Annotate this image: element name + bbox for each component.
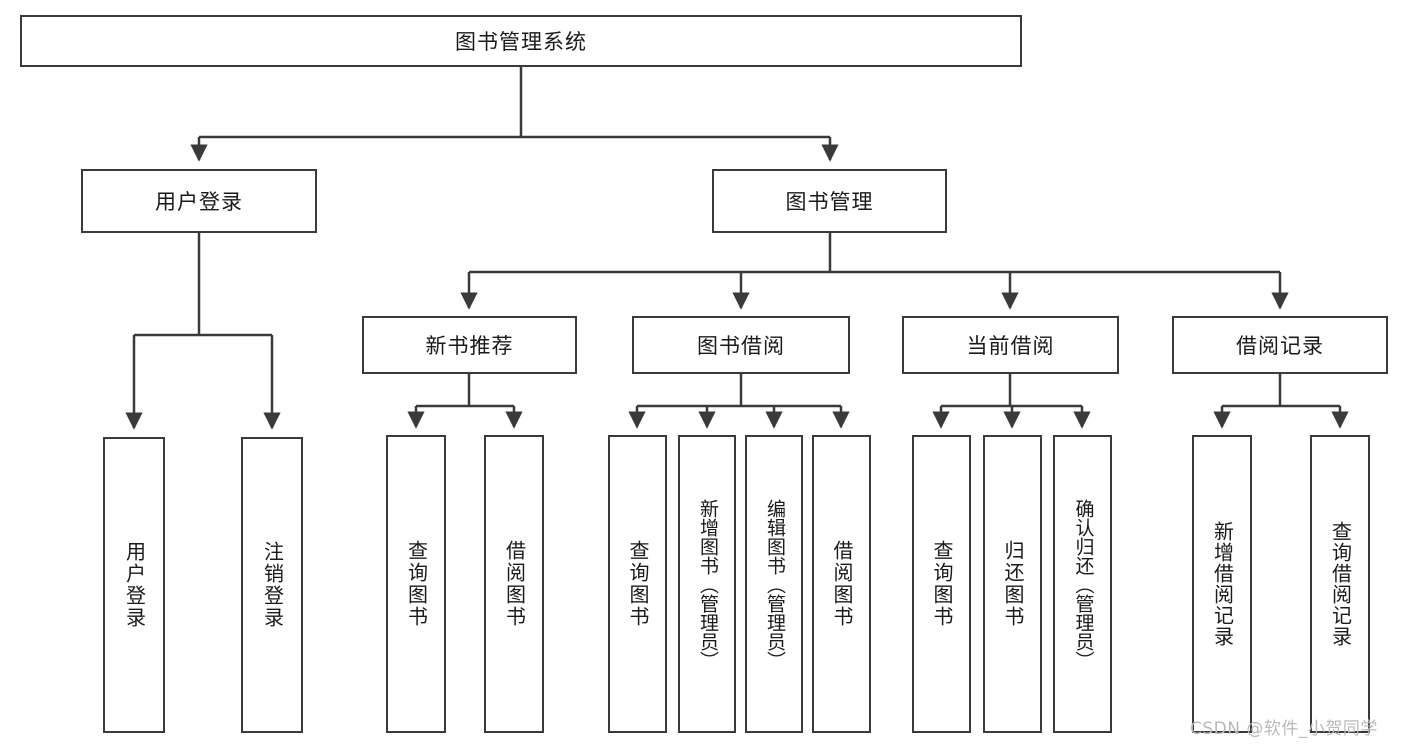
node-root[interactable]: 图书管理系统 — [20, 15, 1022, 67]
node-leaf-add-book-admin-label: 新增图书（管理员） — [696, 498, 719, 670]
node-leaf-borrow-book[interactable]: 借阅图书 — [812, 435, 871, 733]
node-borrow-record[interactable]: 借阅记录 — [1172, 316, 1388, 374]
node-leaf-user-logout-label: 注销登录 — [260, 541, 285, 629]
node-current-borrow[interactable]: 当前借阅 — [902, 316, 1119, 374]
node-new-book-recommend[interactable]: 新书推荐 — [362, 316, 577, 374]
node-book-borrow-label: 图书借阅 — [697, 334, 785, 358]
node-book-manage[interactable]: 图书管理 — [712, 169, 947, 233]
node-leaf-return-book[interactable]: 归还图书 — [983, 435, 1042, 733]
node-current-borrow-label: 当前借阅 — [966, 334, 1055, 358]
node-leaf-return-book-label: 归还图书 — [1001, 540, 1025, 628]
node-leaf-query-book-rec-label: 查询图书 — [404, 540, 429, 628]
node-borrow-record-label: 借阅记录 — [1236, 334, 1324, 358]
node-book-borrow[interactable]: 图书借阅 — [632, 316, 850, 374]
node-leaf-add-borrow-record-label: 新增借阅记录 — [1210, 521, 1235, 647]
node-leaf-edit-book-admin[interactable]: 编辑图书（管理员） — [745, 435, 803, 733]
node-leaf-user-login[interactable]: 用户登录 — [103, 437, 165, 733]
node-leaf-confirm-return-admin[interactable]: 确认归还（管理员） — [1053, 435, 1112, 733]
node-leaf-add-book-admin[interactable]: 新增图书（管理员） — [678, 435, 736, 733]
node-leaf-query-borrow-record-label: 查询借阅记录 — [1328, 521, 1353, 647]
node-leaf-borrow-book-rec-label: 借阅图书 — [502, 540, 527, 628]
node-leaf-query-book-borrow-label: 查询图书 — [626, 540, 650, 628]
node-leaf-query-borrow-record[interactable]: 查询借阅记录 — [1310, 435, 1370, 733]
node-leaf-user-login-label: 用户登录 — [122, 541, 147, 629]
node-leaf-confirm-return-admin-label: 确认归还（管理员） — [1072, 498, 1095, 670]
node-user-login-label: 用户登录 — [155, 190, 243, 214]
node-root-label: 图书管理系统 — [455, 30, 587, 54]
node-user-login[interactable]: 用户登录 — [81, 169, 317, 233]
node-leaf-edit-book-admin-label: 编辑图书（管理员） — [763, 498, 786, 670]
node-leaf-borrow-book-rec[interactable]: 借阅图书 — [484, 435, 544, 733]
node-leaf-query-book-cur[interactable]: 查询图书 — [912, 435, 971, 733]
node-leaf-query-book-borrow[interactable]: 查询图书 — [608, 435, 667, 733]
node-new-book-recommend-label: 新书推荐 — [425, 334, 514, 358]
node-leaf-add-borrow-record[interactable]: 新增借阅记录 — [1192, 435, 1252, 733]
csdn-watermark: CSDN @软件_小贺同学 — [1190, 719, 1378, 739]
node-leaf-query-book-rec[interactable]: 查询图书 — [386, 435, 446, 733]
node-leaf-query-book-cur-label: 查询图书 — [930, 540, 954, 628]
node-book-manage-label: 图书管理 — [785, 190, 874, 214]
node-leaf-borrow-book-label: 借阅图书 — [830, 540, 854, 628]
node-leaf-user-logout[interactable]: 注销登录 — [241, 437, 303, 733]
